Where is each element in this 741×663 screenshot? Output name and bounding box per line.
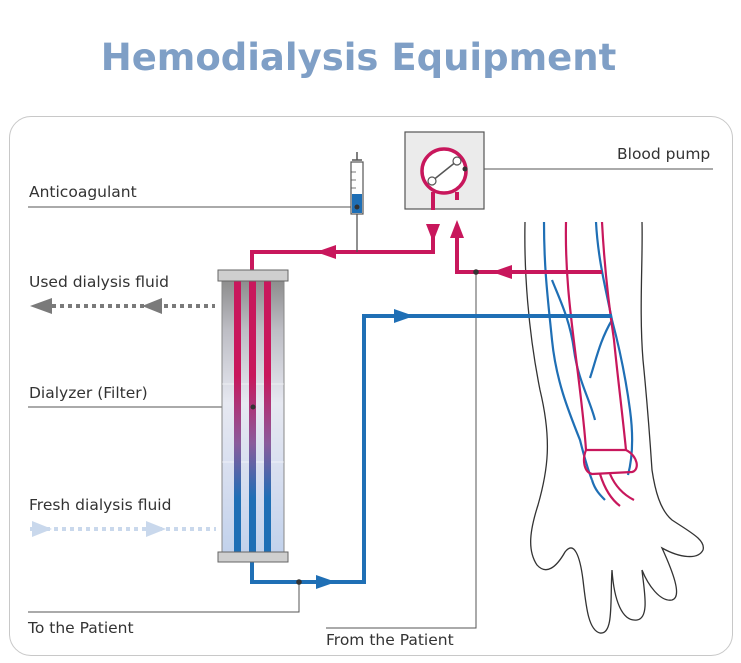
blood-pump-rotor-arm: [431, 160, 458, 182]
anticoagulant-label: Anticoagulant: [29, 183, 137, 201]
from-patient-label: From the Patient: [326, 631, 454, 649]
arterial-junction-dot: [473, 269, 479, 275]
fresh-fluid-arrowhead-1: [32, 521, 52, 537]
arterial-arrow-1: [492, 265, 512, 279]
blood-pump-roller-2: [452, 156, 462, 166]
arterial-line: [250, 192, 602, 274]
fresh-dialysis-fluid-label: Fresh dialysis fluid: [29, 496, 172, 514]
blood-pump-label: Blood pump: [617, 145, 711, 163]
venous-line: [250, 314, 612, 584]
venous-arrow-1: [316, 575, 336, 589]
used-fluid-arrowhead-1: [30, 298, 52, 314]
used-fluid-arrowhead-2: [142, 298, 162, 314]
venous-arrow-2: [394, 309, 414, 323]
venous-junction-dot: [296, 579, 302, 585]
dialyzer-tube-3: [264, 281, 271, 552]
blood-pump: [404, 131, 485, 210]
page-title: Hemodialysis Equipment: [0, 36, 741, 79]
leader-lines: [28, 168, 713, 629]
dialyzer-top-cap: [217, 269, 289, 282]
dialyzer-tube-1: [234, 281, 241, 552]
diagram-frame: [9, 116, 733, 656]
fresh-fluid-arrow: [30, 521, 216, 537]
syringe-fluid: [352, 194, 362, 213]
arm-outline: [524, 221, 704, 634]
fresh-fluid-arrowhead-2: [146, 521, 166, 537]
arm-veins: [542, 221, 634, 501]
from-patient-leader: [326, 272, 477, 629]
anticoagulant-syringe: [350, 152, 364, 252]
to-patient-label: To the Patient: [28, 619, 134, 637]
dialyzer-label: Dialyzer (Filter): [29, 384, 148, 402]
page-title-text: Hemodialysis Equipment: [100, 36, 617, 79]
blood-pump-leader-dot: [462, 166, 468, 172]
arm-arteries: [564, 221, 638, 507]
dialyzer: [217, 269, 289, 563]
dialyzer-tube-2: [249, 281, 256, 552]
arterial-arrow-4: [316, 245, 336, 259]
arterial-arrow-3: [426, 224, 440, 242]
used-dialysis-fluid-label: Used dialysis fluid: [29, 273, 169, 291]
arterial-arrow-2: [450, 220, 464, 238]
dialyzer-bottom-cap: [217, 551, 289, 563]
used-fluid-arrow: [30, 298, 215, 314]
to-patient-leader: [28, 582, 300, 613]
blood-pump-roller-1: [427, 176, 437, 186]
